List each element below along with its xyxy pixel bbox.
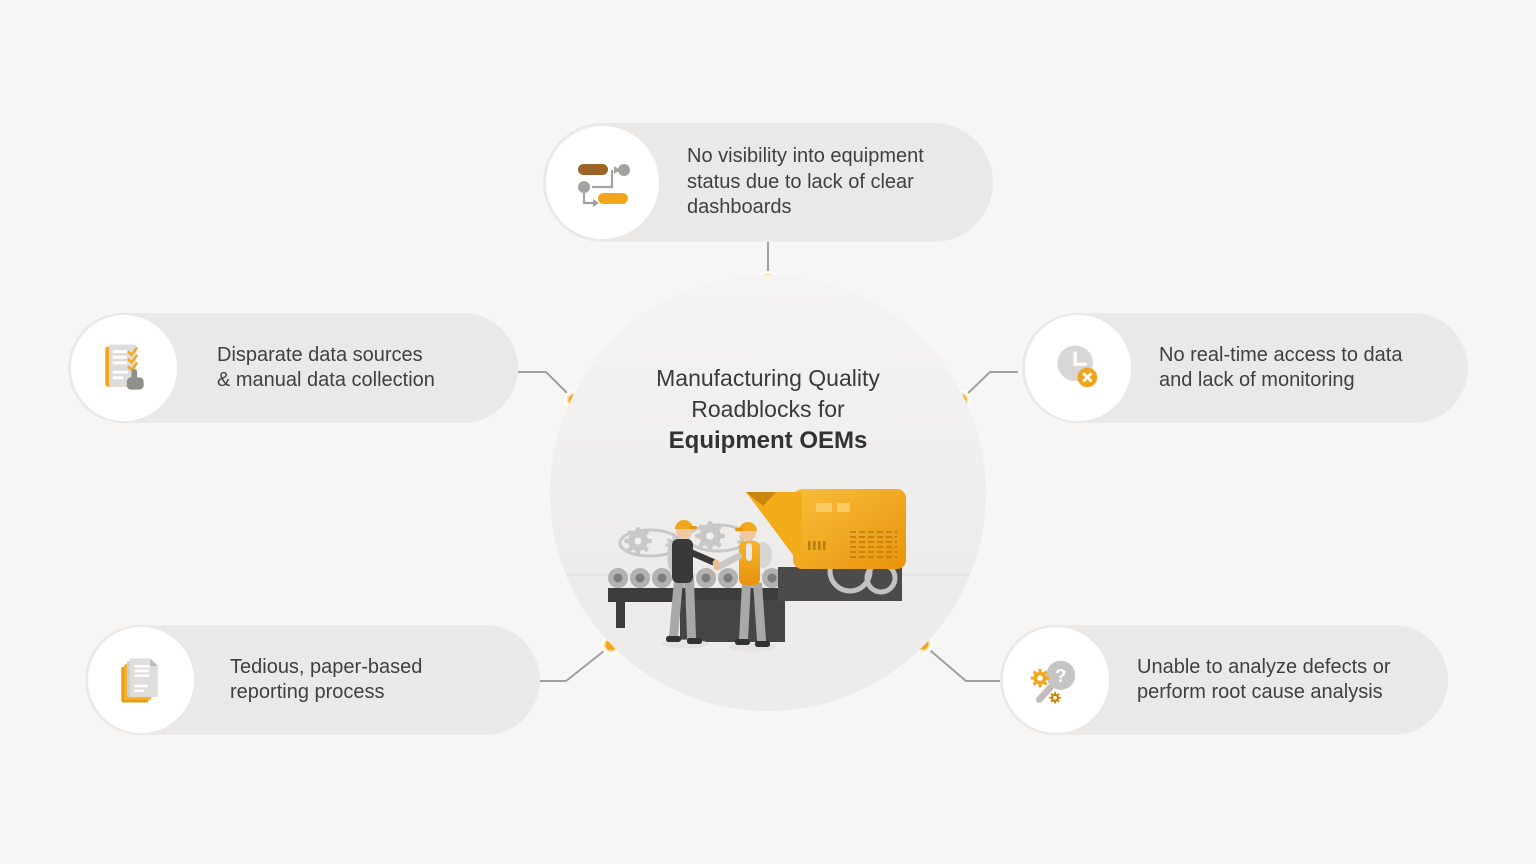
- callout-bottom-right-line2: perform root cause analysis: [1137, 681, 1383, 703]
- callout-bottom-left-line1: Tedious, paper-based: [230, 655, 423, 678]
- callout-top-line3: dashboards: [687, 196, 792, 219]
- callout-top-line2: status due to lack of clear: [687, 170, 914, 193]
- callout-bottom-right: ? Unable to analyze defects or perform r…: [1000, 625, 1448, 735]
- conveyor-belt: [608, 568, 785, 642]
- center-title: Manufacturing Quality Roadblocks for Equ…: [550, 363, 986, 456]
- magnifier-icon-circle: ?: [1003, 627, 1109, 733]
- callout-bottom-right-text: Unable to analyze defects or perform roo…: [1137, 655, 1391, 706]
- factory-illustration: [550, 489, 986, 711]
- center-circle: Manufacturing Quality Roadblocks for Equ…: [550, 275, 986, 711]
- worker-right: [713, 522, 776, 652]
- flowchart-icon-circle: [546, 126, 659, 239]
- connector-right: [962, 371, 1018, 399]
- checklist-icon: [105, 344, 144, 390]
- callout-left-line2: & manual data collection: [217, 369, 435, 391]
- callout-bottom-left-text: Tedious, paper-based reporting process: [230, 655, 422, 706]
- magnifier-question-glyph: ?: [1055, 665, 1066, 686]
- callout-left-text: Disparate data sources & manual data col…: [217, 343, 435, 394]
- callout-bottom-right-line1: Unable to analyze defects or: [1137, 655, 1391, 678]
- flowchart-icon: [577, 163, 630, 207]
- callout-right-text: No real-time access to data and lack of …: [1159, 343, 1402, 394]
- magnifier-icon: ?: [1030, 660, 1076, 704]
- callout-top: No visibility into equipment status due …: [543, 123, 993, 242]
- worker-left: [661, 520, 720, 649]
- papers-icon: [121, 658, 158, 703]
- callout-top-text: No visibility into equipment status due …: [687, 144, 924, 221]
- center-title-line2: Roadblocks for: [691, 396, 845, 422]
- callout-right-line1: No real-time access to data: [1159, 343, 1403, 366]
- callout-bottom-left: Tedious, paper-based reporting process: [85, 625, 540, 735]
- callout-left-line1: Disparate data sources: [217, 343, 423, 366]
- clock-icon-circle: [1025, 315, 1131, 421]
- callout-left: Disparate data sources & manual data col…: [68, 313, 518, 423]
- callout-right-line2: and lack of monitoring: [1159, 369, 1355, 391]
- clock-icon: [1057, 345, 1098, 388]
- center-title-bold: Equipment OEMs: [668, 427, 868, 454]
- papers-icon-circle: [88, 627, 194, 733]
- callout-bottom-left-line2: reporting process: [230, 681, 385, 703]
- center-title-line1: Manufacturing Quality: [656, 365, 880, 391]
- callout-top-line1: No visibility into equipment: [687, 145, 924, 168]
- connector-left: [518, 371, 573, 399]
- callout-right: No real-time access to data and lack of …: [1022, 313, 1468, 423]
- machine: [746, 489, 906, 601]
- checklist-icon-circle: [71, 315, 177, 421]
